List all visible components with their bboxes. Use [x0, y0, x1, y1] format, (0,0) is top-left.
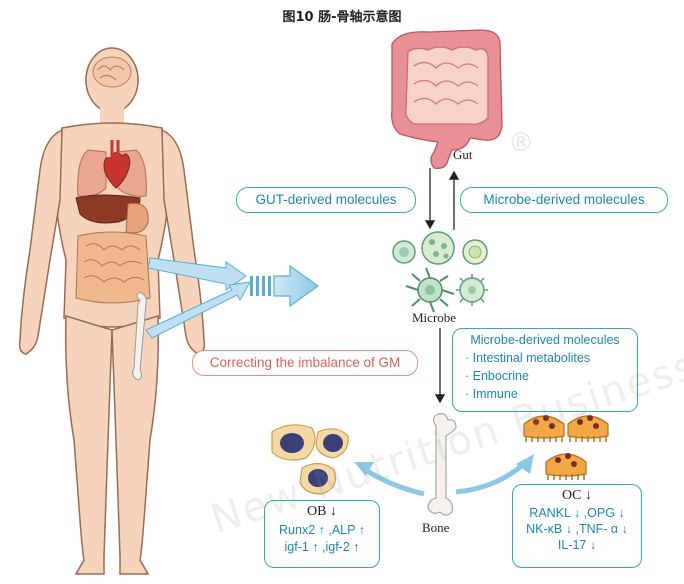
osteoblast-cell: [299, 462, 337, 495]
microbes-cluster: [392, 231, 488, 313]
microbe-molecules-title: Microbe-derived molecules: [470, 333, 620, 347]
femur-bone: [427, 413, 457, 516]
arrow-bone-to-ob: [364, 467, 425, 497]
ob-box: OB ↓ Runx2 ↑ ,ALP ↑ igf-1 ↑ ,igf-2 ↑: [264, 500, 380, 568]
osteoclast-cell: [523, 415, 565, 442]
osteoclast-cells: [523, 415, 609, 480]
osteoblast-cells: [271, 424, 349, 495]
figure-title: 图10 肠-骨轴示意图: [282, 10, 402, 25]
microbe-cell-2: [421, 231, 455, 265]
heart-organ: [103, 140, 131, 189]
lungs-organ: [77, 149, 147, 197]
microbe-label: Microbe: [412, 310, 457, 325]
ob-title: OB ↓: [307, 504, 337, 519]
human-body: [18, 47, 206, 575]
brain-organ: [92, 56, 132, 88]
osteoclast-cell: [567, 415, 609, 442]
colon-organ: [391, 29, 503, 169]
osteoclast-cell: [545, 453, 587, 480]
oc-title: OC ↓: [562, 488, 592, 503]
stomach-organ: [125, 202, 149, 234]
body-to-axis-arrows: [145, 257, 251, 339]
merge-arrow: [250, 264, 320, 308]
microbe-item-immune: · Immune: [465, 387, 518, 401]
leg-femur: [132, 291, 147, 381]
microbe-item-enbocrine: · Enbocrine: [465, 369, 529, 383]
osteoblast-cell: [315, 428, 349, 459]
ob-line-1: Runx2 ↑ ,ALP ↑: [279, 523, 365, 537]
correcting-imbalance-pill: Correcting the imbalance of GM: [192, 350, 418, 376]
ob-line-2: igf-1 ↑ ,igf-2 ↑: [284, 540, 360, 554]
osteoblast-cell: [271, 424, 316, 461]
microbe-virus: [405, 267, 455, 313]
gut-derived-molecules-pill: GUT-derived molecules: [236, 187, 416, 213]
microbe-cell-3: [462, 239, 488, 265]
microbe-cell-1: [392, 240, 416, 264]
microbe-molecules-box: Microbe-derived molecules · Intestinal m…: [452, 328, 638, 412]
microbe-derived-molecules-pill: Microbe-derived molecules: [460, 187, 668, 213]
oc-box: OC ↓ RANKL ↓ ,OPG ↓ NK-κB ↓ ,TNF- α ↓ IL…: [512, 484, 642, 568]
microbe-item-metabolites: · Intestinal metabolites: [465, 351, 591, 365]
gut-label: Gut: [453, 147, 473, 162]
oc-line-1: RANKL ↓ ,OPG ↓: [529, 506, 625, 520]
arrow-bone-to-oc: [455, 462, 526, 495]
body-intestines: [75, 231, 151, 304]
microbe-cell-5: [456, 274, 488, 306]
oc-line-3: IL-17 ↓: [557, 538, 597, 552]
oc-line-2: NK-κB ↓ ,TNF- α ↓: [526, 522, 628, 536]
bone-label: Bone: [422, 520, 450, 535]
